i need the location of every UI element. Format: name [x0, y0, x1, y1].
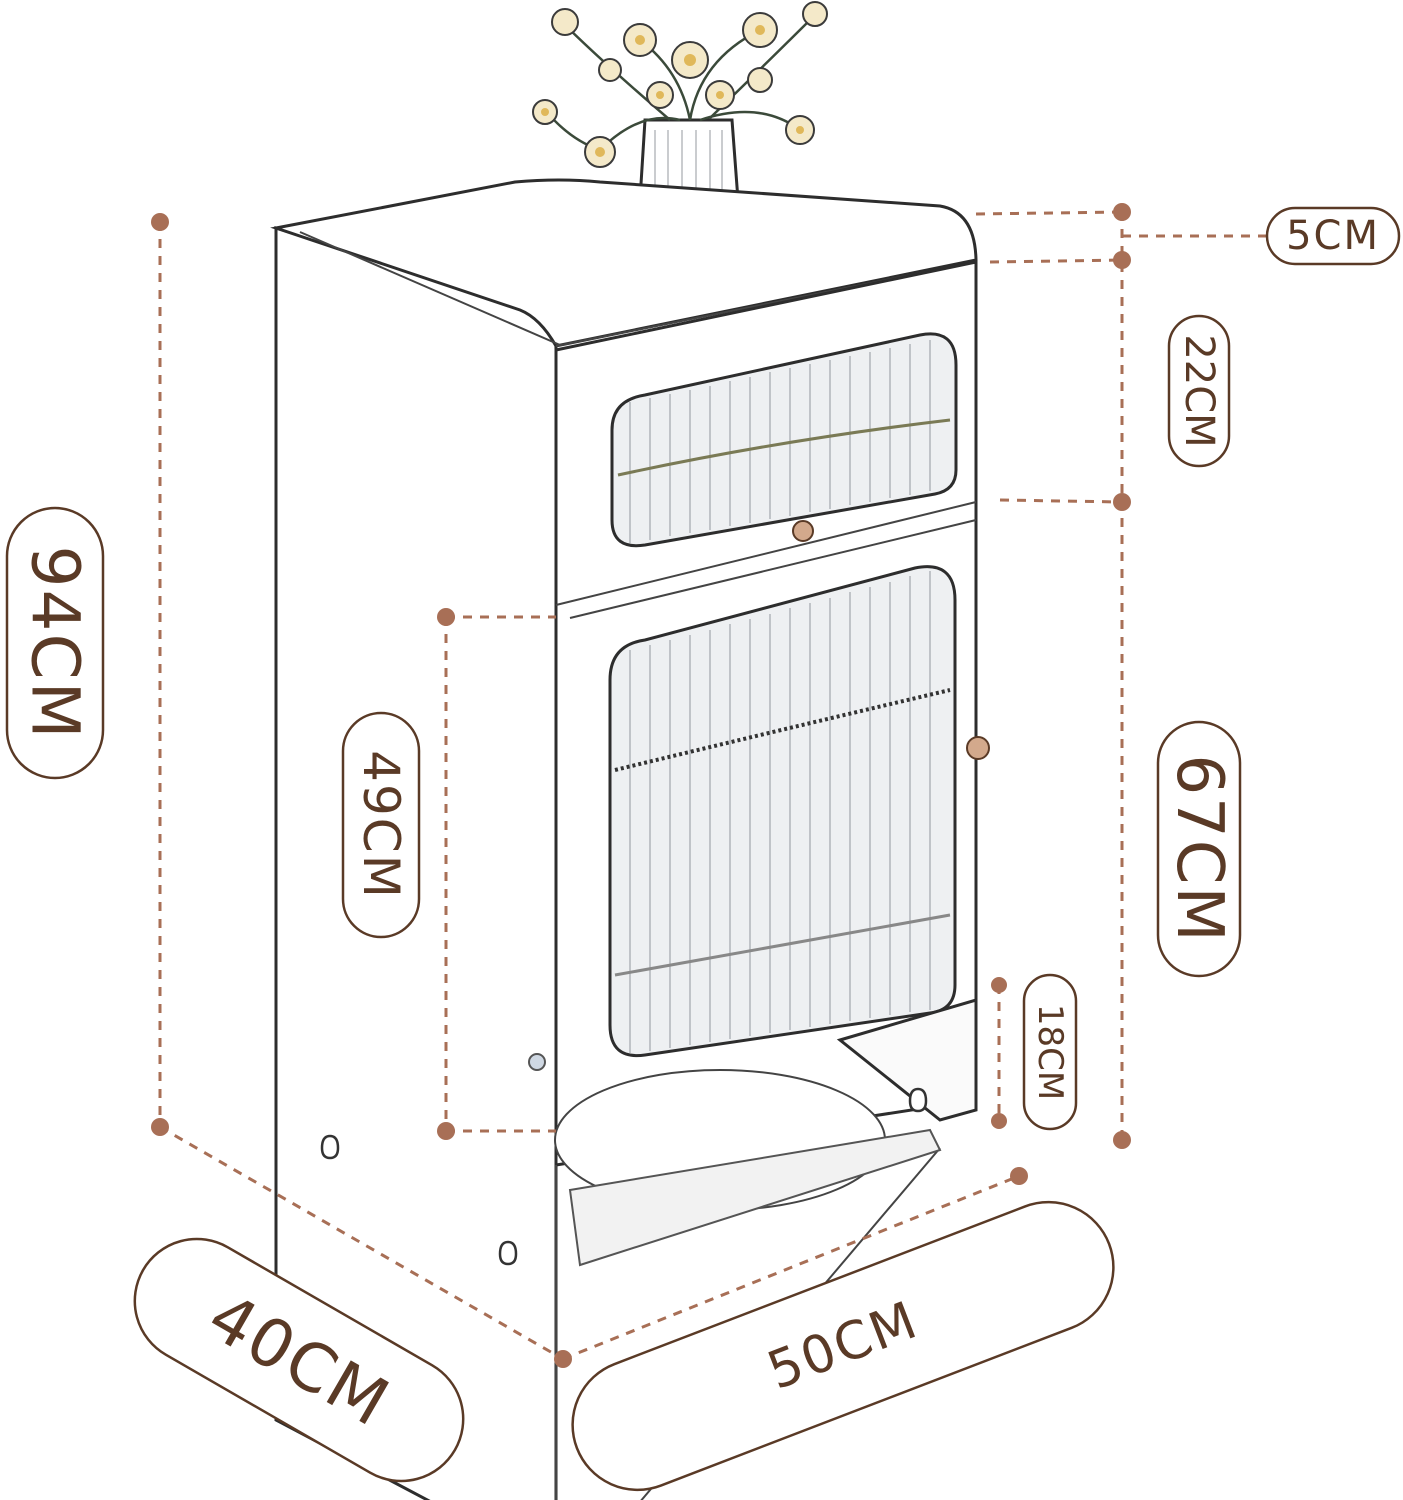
- door-knob: [966, 736, 990, 760]
- cabinet-top-surface: [270, 178, 978, 348]
- label-width: 50CM: [571, 1200, 1115, 1492]
- svg-text:5CM: 5CM: [1286, 213, 1380, 259]
- svg-text:18CM: 18CM: [1030, 1004, 1070, 1100]
- bedside-cabinet: [270, 178, 990, 1500]
- label-base-gap: 18CM: [1022, 973, 1078, 1131]
- drawer-knob: [792, 520, 814, 542]
- svg-text:49CM: 49CM: [352, 750, 410, 900]
- svg-text:94CM: 94CM: [17, 545, 94, 740]
- label-total-height: 94CM: [5, 506, 105, 780]
- base-compartment-back: [836, 997, 978, 1122]
- svg-text:67CM: 67CM: [1162, 754, 1236, 943]
- side-power-button: [528, 1053, 546, 1071]
- label-top-edge: 5CM: [1265, 206, 1401, 266]
- label-drawer-height: 22CM: [1167, 314, 1231, 468]
- dimension-lines: [151, 203, 1268, 1368]
- label-cabinet-height: 67CM: [1156, 720, 1242, 978]
- door-glass-window: [608, 565, 957, 1058]
- label-door-height: 49CM: [341, 711, 421, 939]
- svg-text:22CM: 22CM: [1176, 334, 1222, 447]
- caster-wheels: [320, 1087, 928, 1266]
